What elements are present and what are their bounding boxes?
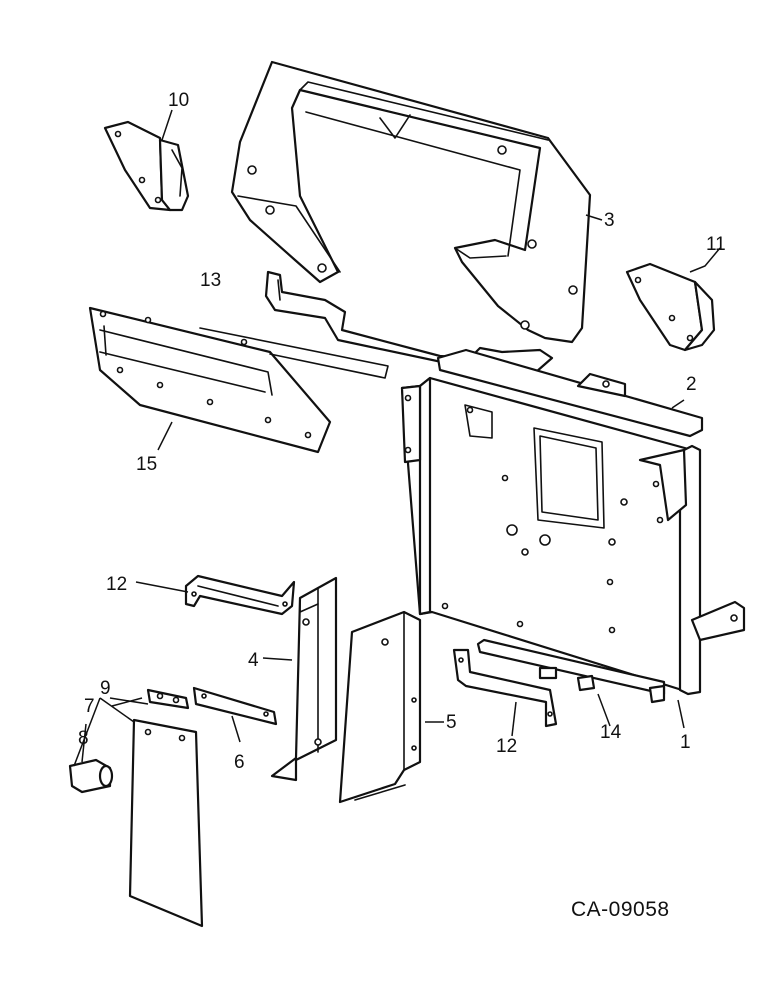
part-12-bracket-upper — [184, 574, 296, 616]
callout-2: 2 — [686, 374, 697, 395]
part-9-clip — [146, 688, 190, 710]
callout-11: 11 — [706, 234, 726, 255]
part-2-rail — [436, 348, 704, 438]
callout-10: 10 — [168, 90, 189, 111]
part-10-bracket — [103, 120, 190, 212]
part-14-rod — [476, 638, 666, 704]
drawing-code: CA-09058 — [571, 898, 670, 921]
callout-13: 13 — [200, 270, 221, 291]
part-8-cylinder — [68, 758, 114, 794]
callout-7: 7 — [84, 696, 95, 717]
leader-lines — [73, 109, 721, 767]
part-12-bracket-lower — [452, 648, 558, 728]
callout-1: 1 — [680, 732, 691, 753]
part-7-flap — [128, 718, 204, 928]
part-4-strip — [270, 576, 338, 782]
callout-4: 4 — [248, 650, 259, 671]
part-6-plate — [192, 686, 278, 726]
part-15-tray — [88, 306, 389, 454]
part-11-bracket — [625, 262, 716, 352]
callout-15: 15 — [136, 454, 157, 475]
part-1-main-panel — [400, 376, 746, 696]
callout-12-lower: 12 — [496, 736, 517, 757]
callout-3: 3 — [604, 210, 615, 231]
callout-labels: 10 3 11 13 2 15 12 4 9 7 5 8 6 12 14 1 — [78, 90, 726, 773]
callout-8: 8 — [78, 728, 89, 749]
callout-14: 14 — [600, 722, 622, 743]
part-5-bracket — [338, 610, 422, 804]
part-3-shroud — [230, 60, 592, 344]
part-13-rod — [264, 270, 554, 374]
callout-6: 6 — [234, 752, 245, 773]
callout-9: 9 — [100, 678, 111, 699]
callout-12-upper: 12 — [106, 574, 127, 595]
callout-5: 5 — [446, 712, 457, 733]
